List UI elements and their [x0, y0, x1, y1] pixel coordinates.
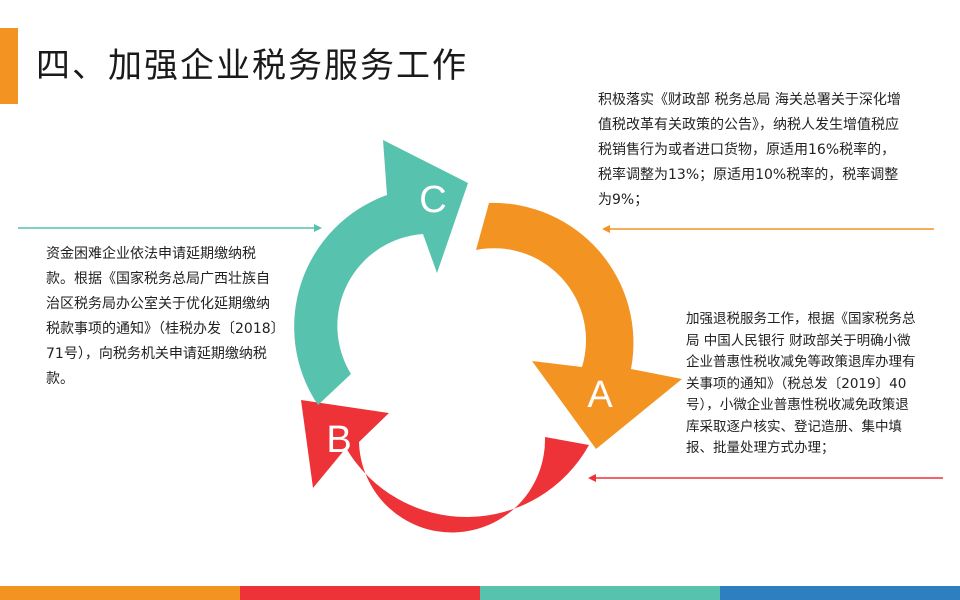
cycle-label-b: B: [326, 419, 351, 461]
cycle-label-c: C: [419, 179, 446, 221]
arrow-segment-b: [301, 400, 589, 533]
note-tax-refund: 加强退税服务工作，根据《国家税务总局 中国人民银行 财政部关于明确小微企业普惠性…: [686, 311, 916, 456]
slide-title: 四、加强企业税务服务工作: [36, 46, 468, 86]
cycle-label-a: A: [587, 374, 613, 416]
note-deferred-payment: 资金困难企业依法申请延期缴纳税款。根据《国家税务总局广西壮族自治区税务局办公室关…: [46, 246, 278, 387]
connector-arrowhead-a: [602, 225, 610, 233]
footer-bar-orange: [0, 586, 240, 600]
note-vat-reform: 积极落实《财政部 税务总局 海关总署关于深化增值税改革有关政策的公告》，纳税人发…: [598, 92, 901, 208]
arrow-segment-a: [476, 202, 682, 449]
connector-arrowhead-c: [314, 224, 322, 232]
title-accent-bar: [0, 28, 18, 104]
connector-arrowhead-b: [588, 474, 596, 482]
footer-bar-teal: [480, 586, 720, 600]
footer-bar-blue: [720, 586, 960, 600]
arrow-segment-c: [294, 140, 468, 405]
footer-bar-red: [240, 586, 480, 600]
